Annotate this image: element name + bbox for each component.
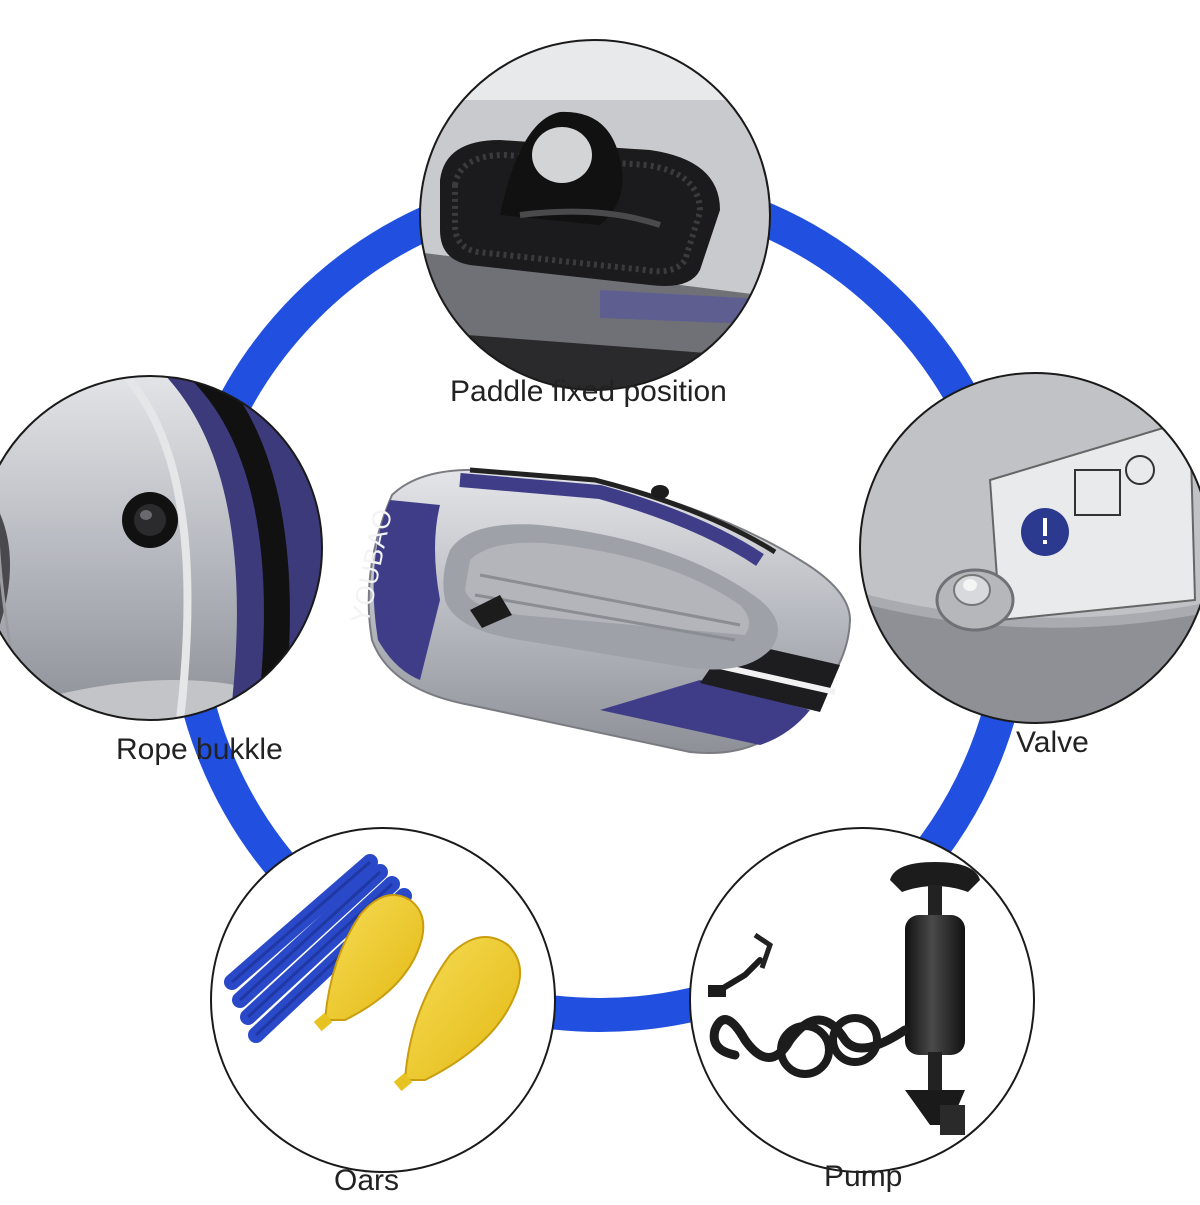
paddle-holder-callout xyxy=(419,39,771,391)
paddle-holder-icon xyxy=(420,40,770,390)
inflatable-boat: YOUBAO xyxy=(345,467,852,755)
hand-pump-icon xyxy=(708,862,980,1135)
air-valve-icon xyxy=(860,373,1200,723)
label-pump: Pump xyxy=(824,1160,903,1193)
oars-icon xyxy=(224,854,522,1092)
oars-callout xyxy=(210,827,556,1173)
valve-callout xyxy=(859,372,1200,724)
label-valve: Valve xyxy=(1016,726,1089,759)
label-paddle-fixed-position: Paddle fixed position xyxy=(450,375,727,408)
label-rope-bukkle: Rope bukkle xyxy=(116,733,283,766)
rope-buckle-callout xyxy=(0,375,323,721)
label-oars: Oars xyxy=(334,1164,400,1197)
pump-callout xyxy=(689,827,1035,1173)
rope-buckle-icon xyxy=(0,376,322,720)
